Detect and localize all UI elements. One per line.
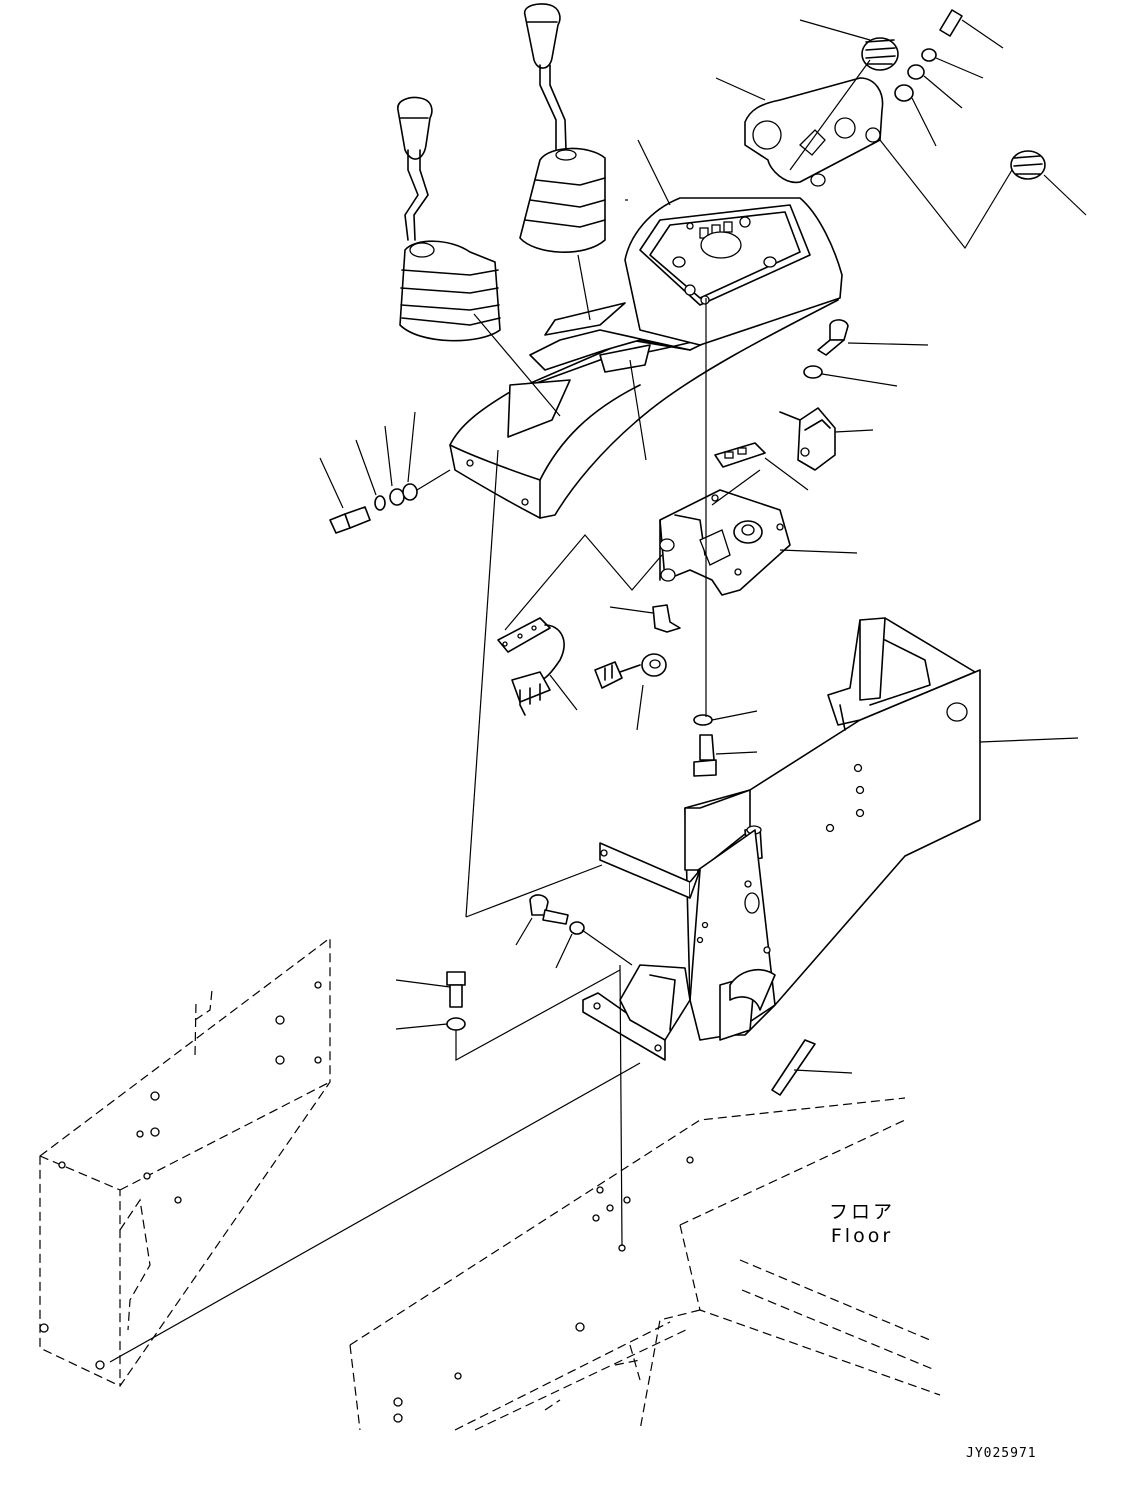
dial-knob-top — [789, 19, 899, 171]
l-clip — [609, 604, 681, 633]
bolt-washer-base — [395, 894, 633, 1062]
left-lever-knob — [397, 96, 433, 241]
wire-harness — [497, 534, 663, 716]
base-bracket — [582, 842, 701, 1061]
floor-label-en: Floor — [830, 1225, 894, 1247]
seal-strip — [771, 1039, 853, 1096]
cab-floor — [39, 936, 941, 1431]
rear-panel-guide — [729, 969, 776, 1011]
relay-switch — [779, 407, 874, 471]
floor-label: フロア Floor — [812, 1200, 912, 1248]
left-lever-boot — [399, 240, 561, 417]
right-lever-knob — [524, 3, 567, 151]
console-frame — [684, 617, 981, 1041]
bolt-washer-lower — [693, 298, 758, 777]
mounting-bracket — [659, 469, 791, 596]
buzzer — [733, 520, 858, 554]
cover-bolt-set — [319, 411, 451, 534]
drawing-id: JY025971 — [966, 1446, 1037, 1461]
dial-knob-right — [879, 139, 1087, 250]
right-lever-boot — [519, 147, 606, 321]
leader-lines — [109, 139, 1079, 1363]
bolt-washer-mid — [803, 319, 929, 387]
screw-stack — [894, 9, 1004, 147]
console-cover — [449, 197, 843, 519]
switch-panel-plate — [715, 77, 884, 187]
connector-switch — [594, 653, 667, 731]
plate-switch — [714, 442, 809, 491]
floor-label-jp: フロア — [828, 1201, 895, 1223]
